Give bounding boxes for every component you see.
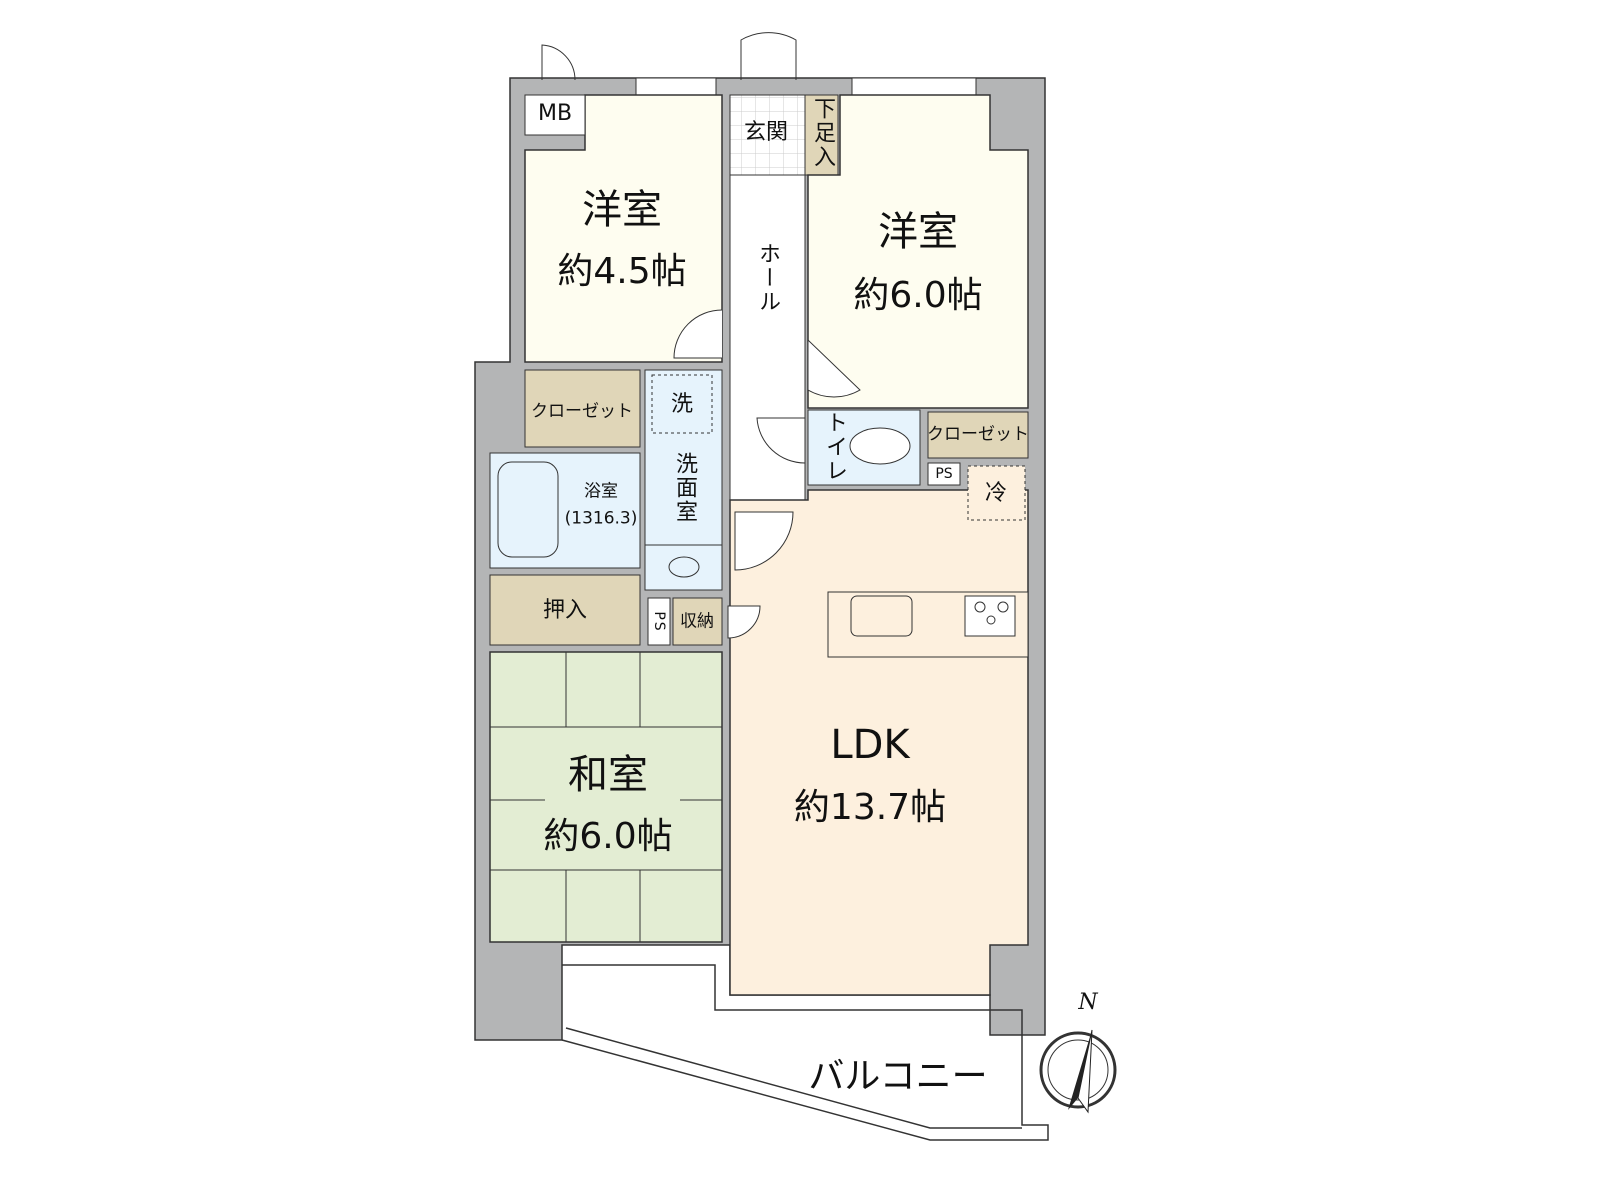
shoe-storage-label: 下足入 — [810, 97, 835, 169]
bath-label: 浴室 — [584, 481, 618, 502]
japanese-room-size: 約6.0帖 — [543, 816, 673, 857]
western-a-name: 洋室 — [582, 187, 662, 233]
oshiire — [489, 574, 641, 646]
closet-left-label: クローゼット — [531, 401, 633, 422]
ps-right-label: PS — [935, 466, 953, 482]
bathtub-icon — [497, 461, 559, 558]
western-room-a — [524, 94, 723, 363]
western-b-name: 洋室 — [878, 209, 958, 255]
western-room-b — [807, 94, 1029, 409]
closet-left — [524, 369, 641, 448]
japanese-room — [489, 651, 723, 943]
mb-box — [524, 94, 586, 136]
laundry-label: 洗 — [670, 392, 694, 417]
western-b-size: 約6.0帖 — [853, 275, 983, 316]
storage — [672, 597, 723, 646]
north-label: N — [1078, 990, 1098, 1015]
bathroom — [489, 452, 641, 569]
toilet-label: トイレ — [822, 411, 847, 483]
oshiire-label: 押入 — [542, 598, 588, 623]
balcony — [561, 964, 1049, 1141]
mb-label: MB — [537, 101, 573, 126]
ps-left-label: PS — [651, 611, 667, 633]
entrance-label: 玄関 — [743, 120, 789, 145]
bath-size-label: (1316.3) — [564, 508, 638, 529]
kitchen-sink-icon — [850, 595, 913, 637]
toilet-icon — [849, 427, 911, 465]
shoe-storage — [804, 94, 839, 176]
fridge-label: 冷 — [984, 481, 1008, 506]
washroom — [644, 369, 723, 591]
japanese-room-name: 和室 — [568, 752, 648, 798]
closet-right-label: クローゼット — [927, 424, 1029, 445]
ldk-name: LDK — [830, 722, 910, 768]
hall-label: ホール — [755, 242, 780, 314]
storage-label: 収納 — [680, 611, 714, 632]
balcony-label: バルコニー — [808, 1056, 988, 1097]
western-a-size: 約4.5帖 — [557, 251, 687, 292]
ldk-size: 約13.7帖 — [793, 787, 947, 828]
washroom-label: 洗面室 — [672, 452, 697, 524]
closet-right — [927, 411, 1029, 459]
sink-icon — [668, 556, 700, 578]
north-compass-icon — [1039, 1029, 1117, 1114]
